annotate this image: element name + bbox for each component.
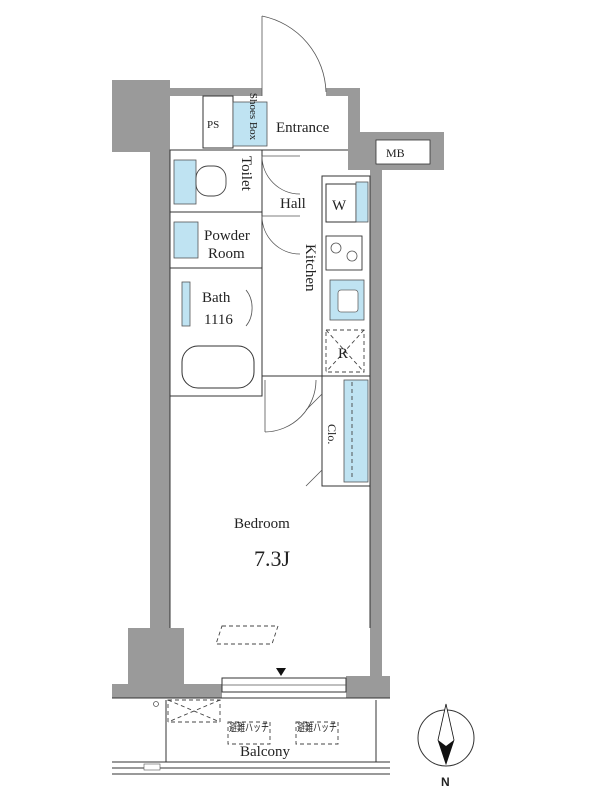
stove	[325, 235, 363, 271]
washer-tap	[355, 181, 369, 223]
hall-label: Hall	[280, 196, 306, 212]
powder-room-label-1: Powder	[204, 228, 250, 244]
room-labels: PS Shoes Box Entrance MB Toilet Hall W P…	[202, 93, 405, 760]
balcony-area	[112, 697, 390, 775]
entrance-right-wall	[348, 88, 360, 170]
toilet-fixture	[173, 159, 227, 205]
bedroom-door-swing	[264, 379, 317, 433]
balcony-label: Balcony	[240, 744, 290, 760]
refrigerator-diag-2	[325, 329, 365, 373]
lower-left-wall-block	[128, 628, 184, 694]
compass-north-label: N	[441, 775, 450, 789]
mb-label: MB	[386, 146, 405, 160]
washer-label: W	[332, 198, 347, 214]
ps-label: PS	[207, 119, 219, 131]
sink-basin	[337, 289, 359, 313]
shoes-label-line2: Box	[247, 122, 259, 141]
bath-door-curve	[245, 289, 253, 327]
closet-label: Clo.	[325, 424, 339, 444]
top-wall-right	[326, 88, 360, 96]
window-marker-triangle	[276, 668, 286, 676]
air-conditioner-outline	[215, 625, 279, 645]
kitchen-label: Kitchen	[302, 244, 318, 292]
escape-hatch-left-label: 避難ハッチ	[229, 720, 269, 734]
mb-box	[375, 139, 431, 165]
bottom-wall-left	[112, 684, 222, 698]
entrance-label: Entrance	[276, 120, 330, 136]
bottom-wall-right	[346, 676, 390, 698]
bath-label: Bath	[202, 290, 231, 306]
shoes-label-line1: Shoes	[247, 93, 259, 119]
outdoor-unit-space	[167, 699, 221, 723]
toilet-door-swing	[261, 155, 301, 195]
upper-left-wall-block	[112, 80, 170, 152]
right-wall	[370, 170, 382, 680]
closet-outline	[321, 375, 371, 487]
toilet-bowl	[195, 165, 227, 197]
shoes-box	[232, 101, 268, 147]
refrigerator-label: R	[338, 346, 348, 362]
left-wall	[150, 90, 170, 630]
walls	[112, 80, 444, 698]
partitions	[169, 95, 371, 628]
drain-circle	[153, 701, 159, 707]
north-compass: N	[417, 703, 475, 789]
outdoor-unit-diag-2	[167, 699, 221, 723]
closet-rail-area	[343, 379, 369, 483]
escape-hatch-right-label: 避難ハッチ	[297, 720, 337, 734]
powder-sink	[173, 221, 199, 259]
compass-needle-dark	[446, 740, 454, 764]
top-wall-left	[170, 88, 262, 96]
refrigerator-space	[325, 329, 365, 373]
powder-door-swing	[261, 215, 301, 255]
bedroom-size-label: 7.3J	[254, 546, 291, 571]
burner-left	[330, 242, 342, 254]
bath-size-label: 1116	[204, 312, 233, 328]
escape-hatch-right-box	[295, 721, 339, 745]
bath-vanity	[181, 281, 191, 327]
burner-right	[346, 250, 358, 262]
entrance-door-arc	[261, 15, 327, 93]
powder-room-label-2: Room	[208, 246, 245, 262]
entrance-door	[261, 15, 327, 96]
bathtub	[181, 345, 255, 389]
escape-hatch-left-box	[227, 721, 271, 745]
compass-needle-dark-2	[438, 740, 446, 764]
closet-door-marks	[305, 393, 323, 487]
toilet-tank	[173, 159, 197, 205]
balcony-gauge	[143, 763, 161, 771]
ps-space	[202, 95, 234, 149]
bath-outline	[169, 267, 263, 397]
toilet-label: Toilet	[238, 156, 254, 192]
bedroom-label: Bedroom	[234, 516, 290, 532]
